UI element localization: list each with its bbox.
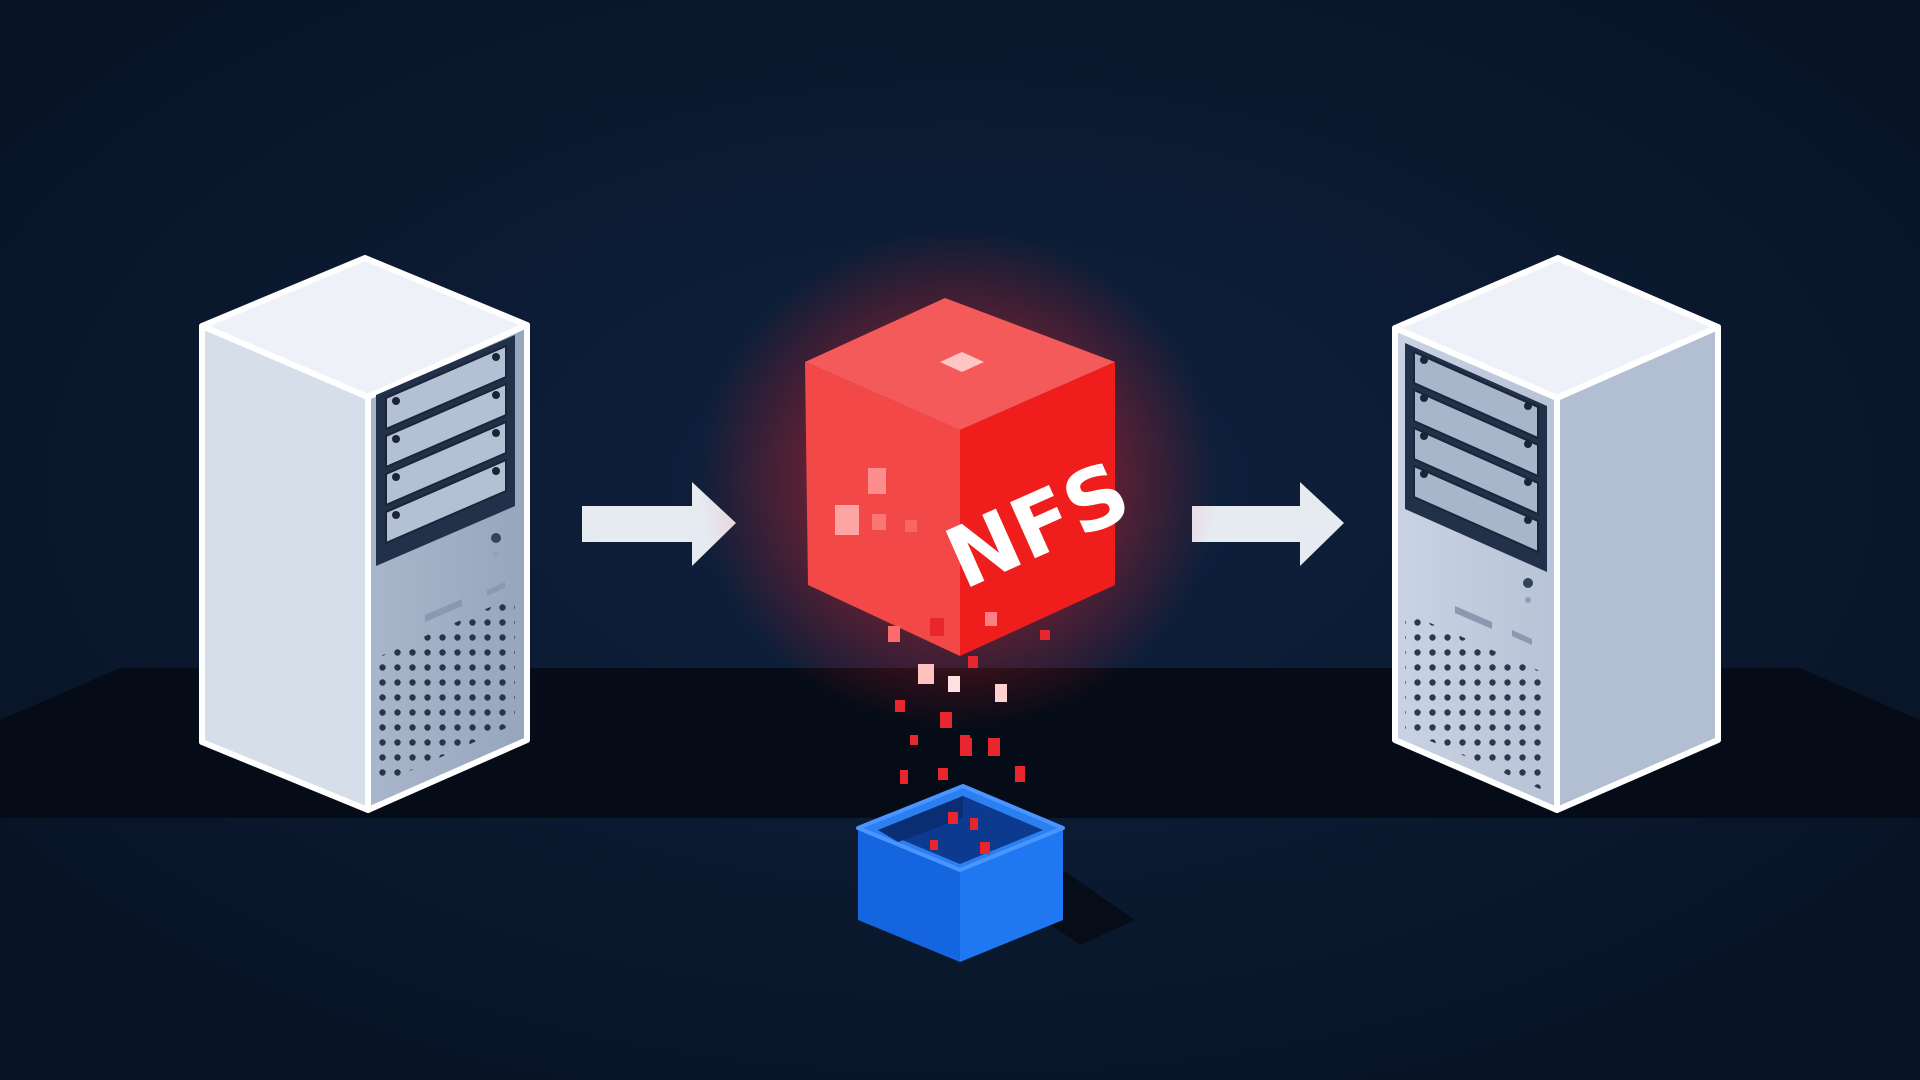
fragment bbox=[1015, 766, 1025, 782]
fragment bbox=[940, 712, 952, 728]
server-tower-icon bbox=[199, 255, 530, 813]
fragment bbox=[948, 676, 960, 692]
right-server bbox=[1392, 255, 1721, 813]
fragment bbox=[988, 738, 1000, 756]
fragment bbox=[1040, 630, 1050, 640]
fragment bbox=[960, 738, 972, 756]
fragment bbox=[985, 612, 997, 626]
arrow-left-to-nfs bbox=[582, 482, 736, 566]
fragment bbox=[918, 664, 934, 684]
fragment bbox=[948, 812, 958, 824]
left-server bbox=[199, 255, 530, 813]
fragment bbox=[895, 700, 905, 712]
fragment bbox=[980, 842, 990, 854]
arrow-right-icon bbox=[582, 482, 736, 566]
fragment bbox=[888, 626, 900, 642]
fragment bbox=[900, 770, 908, 784]
fragment bbox=[995, 684, 1007, 702]
nfs-cube: NFS bbox=[698, 230, 1218, 730]
arrow-nfs-to-right bbox=[1192, 482, 1344, 566]
server-tower-icon bbox=[1392, 255, 1721, 813]
fragment bbox=[930, 618, 944, 636]
cube-icon bbox=[805, 298, 1115, 656]
blue-bin bbox=[856, 784, 1135, 962]
fragment bbox=[968, 656, 978, 668]
fragment bbox=[910, 735, 918, 745]
fragment bbox=[970, 818, 978, 830]
fragment bbox=[930, 840, 938, 850]
bin-icon bbox=[856, 784, 1065, 962]
arrow-right-icon bbox=[1192, 482, 1344, 566]
fragment bbox=[938, 768, 948, 780]
